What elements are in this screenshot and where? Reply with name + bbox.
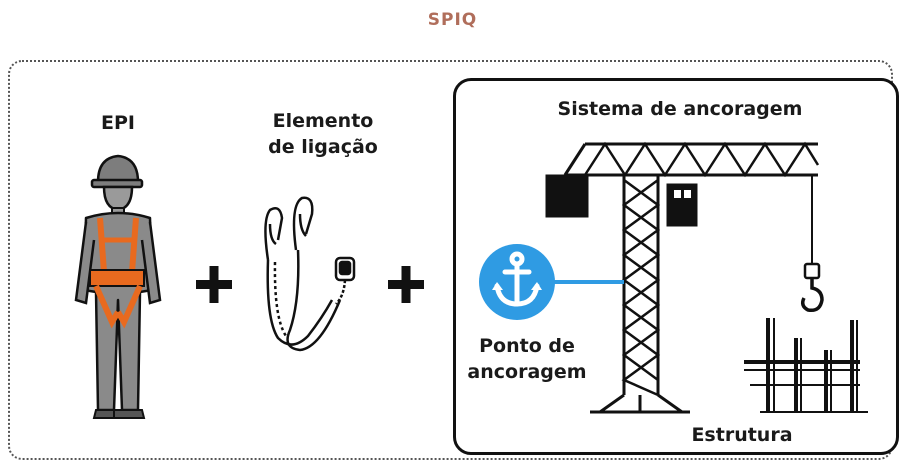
diagram-title: SPIQ	[427, 10, 478, 30]
label-elemento: Elemento de ligação	[248, 108, 398, 160]
label-elemento-line2: de ligação	[268, 136, 378, 158]
label-estrutura: Estrutura	[691, 424, 793, 446]
label-ponto-line2: ancoragem	[467, 361, 587, 383]
anchor-icon	[479, 244, 555, 320]
label-epi: EPI	[101, 112, 135, 134]
plus-icon-2	[388, 266, 424, 303]
label-ponto-line1: Ponto de	[479, 335, 575, 357]
double-lanyard-icon	[264, 196, 356, 352]
worker-with-harness-icon	[74, 154, 162, 419]
tower-crane-icon	[545, 141, 824, 414]
label-elemento-line1: Elemento	[272, 110, 374, 132]
plus-icon-1	[196, 266, 232, 303]
label-ponto: Ponto de ancoragem	[462, 333, 592, 385]
scaffold-structure-icon	[744, 318, 868, 413]
label-sistema: Sistema de ancoragem	[557, 98, 803, 120]
